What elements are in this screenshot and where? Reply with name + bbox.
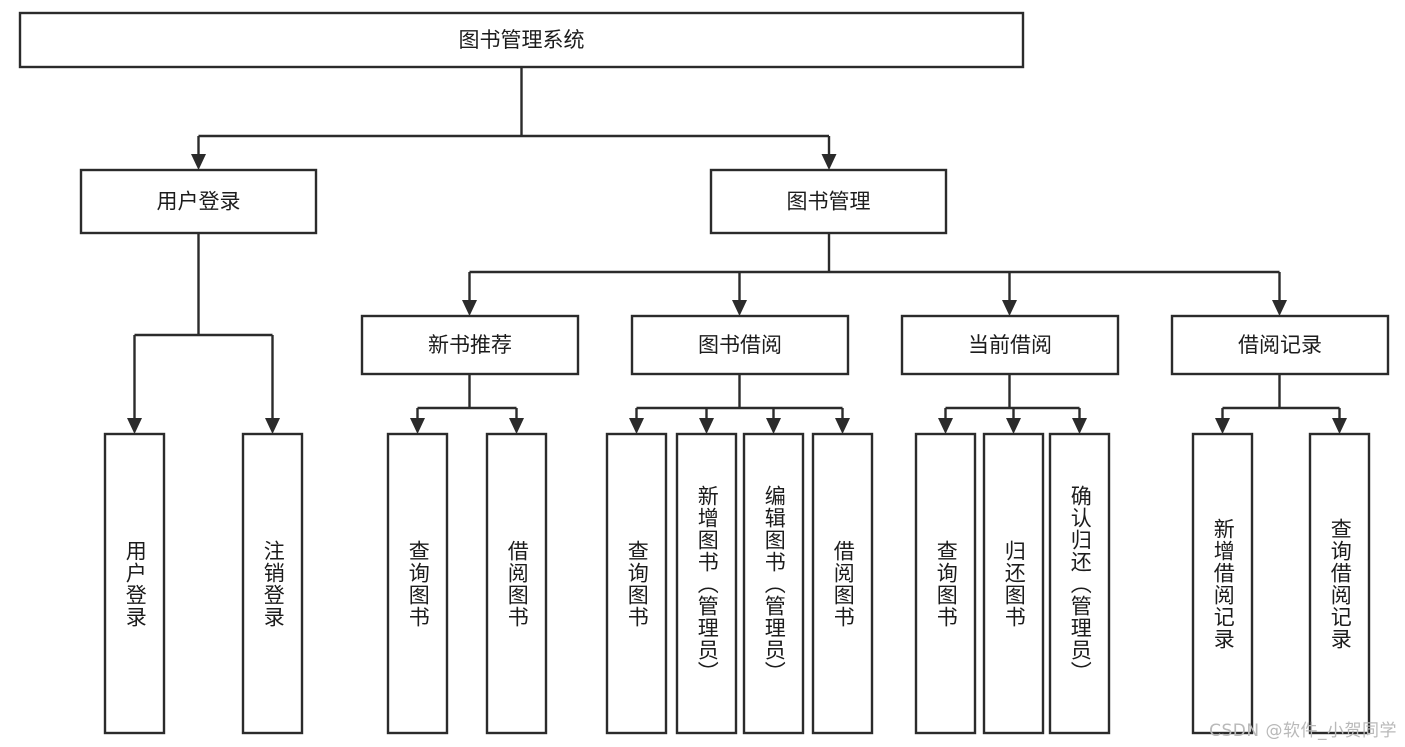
node-label-root: 图书管理系统 xyxy=(459,28,585,52)
arrow-head-icon xyxy=(1332,418,1347,434)
node-box-user-login[interactable] xyxy=(79,168,318,235)
node-label-user-login: 用户登录 xyxy=(157,190,241,214)
arrow-head-icon xyxy=(1002,300,1017,316)
node-box-root[interactable] xyxy=(18,11,1025,69)
arrow-head-icon xyxy=(835,418,850,434)
arrow-head-icon xyxy=(699,418,714,434)
node-label-book-borrow: 图书借阅 xyxy=(698,333,782,357)
node-box-leaf-edit-book[interactable] xyxy=(742,432,805,735)
node-box-borrow-record[interactable] xyxy=(1170,314,1390,376)
node-box-leaf-user-login[interactable] xyxy=(103,432,166,735)
arrow-head-icon xyxy=(1072,418,1087,434)
arrow-head-icon xyxy=(1272,300,1287,316)
node-box-leaf-confirm-return[interactable] xyxy=(1048,432,1111,735)
arrow-head-icon xyxy=(821,154,837,170)
node-box-book-manage[interactable] xyxy=(709,168,948,235)
node-box-new-book-recommend[interactable] xyxy=(360,314,580,376)
node-label-borrow-record: 借阅记录 xyxy=(1238,333,1322,357)
arrow-head-icon xyxy=(265,418,280,434)
node-box-leaf-query-book-current[interactable] xyxy=(914,432,977,735)
node-box-leaf-borrow-book[interactable] xyxy=(811,432,874,735)
arrow-heads-group xyxy=(127,154,1347,434)
node-box-current-borrow[interactable] xyxy=(900,314,1120,376)
node-label-book-manage: 图书管理 xyxy=(787,190,871,214)
node-box-leaf-add-borrow-record[interactable] xyxy=(1191,432,1254,735)
node-box-leaf-add-book[interactable] xyxy=(675,432,738,735)
node-box-leaf-user-logout[interactable] xyxy=(241,432,304,735)
node-box-book-borrow[interactable] xyxy=(630,314,850,376)
node-box-leaf-query-book-recommend[interactable] xyxy=(386,432,449,735)
node-boxes-group xyxy=(18,11,1390,735)
arrow-head-icon xyxy=(462,300,477,316)
node-box-leaf-borrow-book-recommend[interactable] xyxy=(485,432,548,735)
arrow-head-icon xyxy=(410,418,425,434)
arrow-head-icon xyxy=(191,154,206,170)
arrow-head-icon xyxy=(766,418,781,434)
node-box-leaf-query-book-borrow[interactable] xyxy=(605,432,668,735)
node-box-leaf-query-borrow-record[interactable] xyxy=(1308,432,1371,735)
watermark-text: CSDN @软件_小贺同学 xyxy=(1209,721,1397,741)
node-box-leaf-return-book[interactable] xyxy=(982,432,1045,735)
arrow-head-icon xyxy=(938,418,953,434)
node-label-current-borrow: 当前借阅 xyxy=(968,333,1052,357)
node-label-new-book-recommend: 新书推荐 xyxy=(428,333,512,357)
arrow-head-icon xyxy=(509,418,524,434)
arrow-head-icon xyxy=(127,418,142,434)
arrow-head-icon xyxy=(1215,418,1230,434)
arrow-head-icon xyxy=(629,418,644,434)
arrow-head-icon xyxy=(732,300,747,316)
arrow-head-icon xyxy=(1006,418,1021,434)
